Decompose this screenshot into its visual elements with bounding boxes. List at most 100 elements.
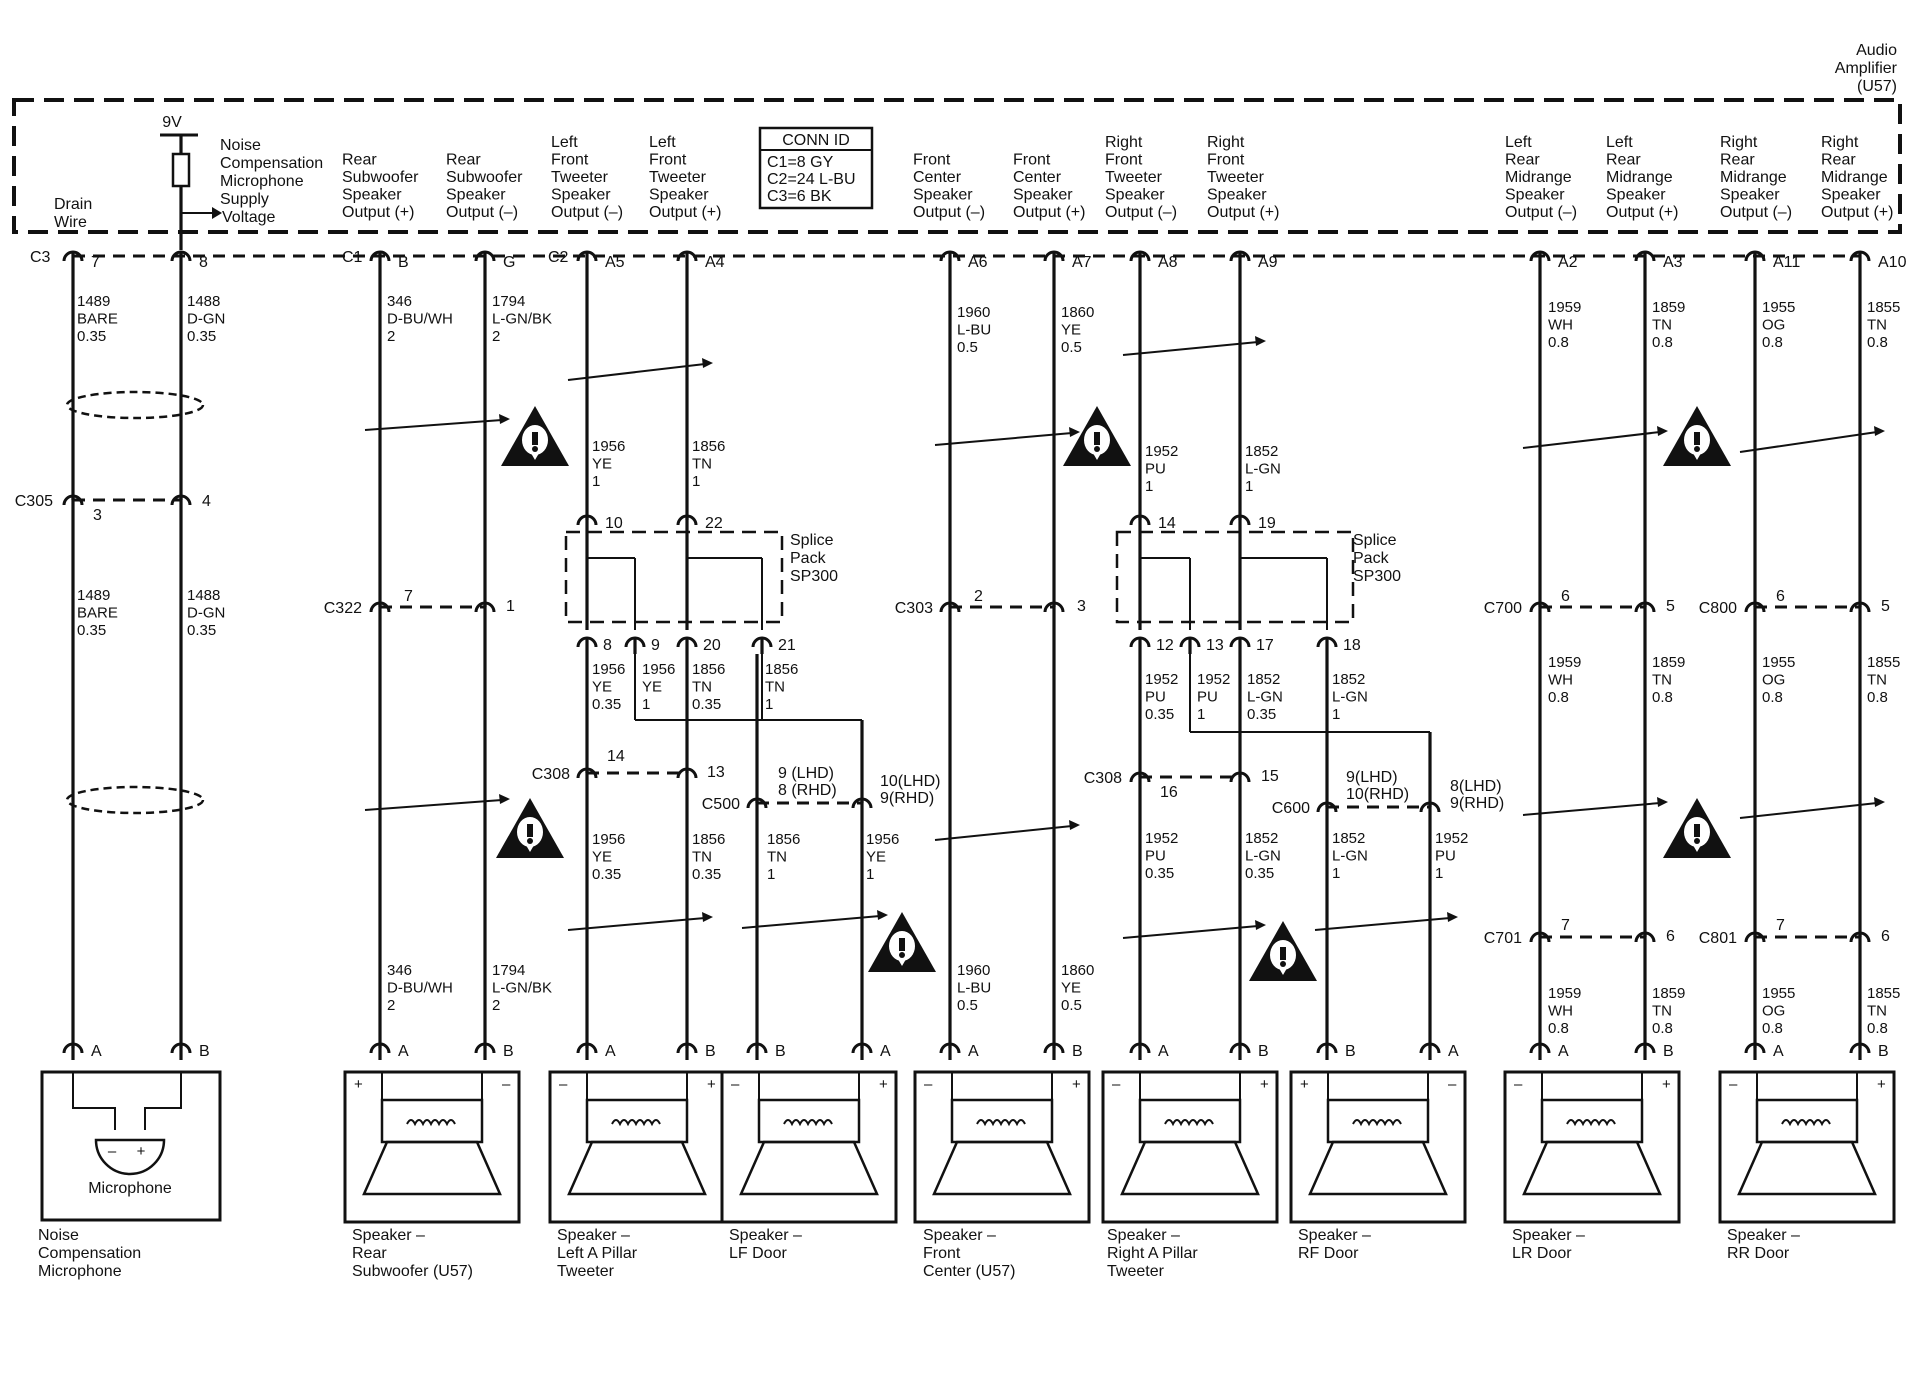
wire-label-line: 1959 [1548, 654, 1581, 671]
wire-label-line: 1960 [957, 962, 990, 979]
inline-pin-label: 3 [1077, 598, 1086, 615]
wire-label-line: 1856 [692, 438, 725, 455]
wire-label-line: OG [1762, 672, 1785, 689]
polarity-mark: – [924, 1076, 933, 1093]
column-header-line: Front [649, 152, 687, 169]
column-header-line: Tweeter [551, 169, 609, 186]
module-pin-label: A3 [1663, 254, 1683, 271]
drain-label-line: Drain [54, 196, 92, 213]
component-pin-label: B [1663, 1043, 1674, 1060]
wire-label-line: 1794 [492, 293, 525, 310]
component-name-line: Speaker – [1727, 1227, 1800, 1244]
wire-label-line: 1 [1245, 478, 1253, 495]
splice-pin-label: 13 [1206, 637, 1224, 654]
component-name-line: RR Door [1727, 1245, 1790, 1262]
wire-label-line: 1852 [1245, 443, 1278, 460]
wire-label-line: 1 [1435, 865, 1443, 882]
wire-label-line: YE [592, 849, 612, 866]
module-connector-label: C3 [30, 249, 51, 266]
wire-label-line: L-GN [1245, 461, 1281, 478]
column-header-line: Output (–) [1505, 204, 1577, 221]
inline-connector-label: C500 [702, 796, 740, 813]
wire-label-line: 1488 [187, 587, 220, 604]
component-name-line: Front [923, 1245, 961, 1262]
column-header-line: Midrange [1606, 169, 1673, 186]
conn-id-box: CONN ID C1=8 GY C2=24 L-BU C3=6 BK [758, 126, 874, 210]
splice-pin-label: 20 [703, 637, 721, 654]
component-name-line: Microphone [38, 1263, 122, 1280]
wire-label-line: WH [1548, 1003, 1573, 1020]
column-header-line: Speaker [1720, 187, 1780, 204]
speaker-component: –+ [1503, 1070, 1681, 1224]
wire-label-line: 0.8 [1548, 1020, 1569, 1037]
supply-circuit: 9V Noise Compensation Microphone Supply … [54, 114, 323, 250]
inline-pin-label: 3 [93, 507, 102, 524]
drain-label-line: Wire [54, 214, 87, 231]
module-label-line2: Amplifier [1835, 60, 1898, 77]
polarity-mark: – [1729, 1076, 1738, 1093]
wire-label-line: 1856 [692, 661, 725, 678]
column-header-line: Front [1013, 152, 1051, 169]
microphone-icon [94, 1138, 166, 1176]
inline-connector-label: C700 [1484, 600, 1522, 617]
component-pin-label: A [1773, 1043, 1784, 1060]
wire-label-line: 1956 [642, 661, 675, 678]
module-pin-label: A9 [1258, 254, 1278, 271]
component-name-line: Center (U57) [923, 1263, 1015, 1280]
component-name-line: Subwoofer (U57) [352, 1263, 473, 1280]
wire-label-line: 0.8 [1652, 334, 1673, 351]
speaker-component: +– [1289, 1070, 1467, 1224]
wire-label-line: 0.35 [1245, 865, 1274, 882]
wire-label-line: L-BU [957, 980, 991, 997]
wire-label-line: 346 [387, 293, 412, 310]
wire-label-line: 1856 [767, 831, 800, 848]
column-header-line: Speaker [446, 187, 506, 204]
inline-connector-label: C600 [1272, 800, 1310, 817]
wire-label-line: PU [1145, 848, 1166, 865]
wire-label-line: YE [1061, 980, 1081, 997]
wire-label-line: 1955 [1762, 299, 1795, 316]
inline-pin-label: 9(RHD) [1450, 795, 1504, 812]
component-pin-label: A [605, 1043, 616, 1060]
wires [71, 268, 1885, 1048]
column-header-line: Speaker [1821, 187, 1881, 204]
inline-connector-label: C701 [1484, 930, 1522, 947]
inline-pin-label: 5 [1881, 598, 1890, 615]
column-header-line: Output (–) [1720, 204, 1792, 221]
twisted-pair-marker [1739, 802, 1878, 819]
column-header-line: Right [1207, 134, 1245, 151]
wire-label-line: 1956 [592, 438, 625, 455]
component-pin-label: A [1158, 1043, 1169, 1060]
component-pin-label: B [199, 1043, 210, 1060]
wire-label-line: D-GN [187, 311, 225, 328]
polarity-mark: + [1662, 1076, 1671, 1093]
wire-label-line: 0.8 [1867, 334, 1888, 351]
resistor-icon [171, 152, 191, 188]
wire-label-line: OG [1762, 317, 1785, 334]
polarity-mark: + [707, 1076, 716, 1093]
splice-label-line: Pack [790, 550, 827, 567]
column-header-line: Speaker [1606, 187, 1666, 204]
component-name-line: Right A Pillar [1107, 1245, 1198, 1262]
twisted-pair-marker [1522, 802, 1661, 816]
wire-label-line: 1 [866, 866, 874, 883]
wire-label-line: 1856 [692, 831, 725, 848]
amplifier-boundary [12, 98, 1902, 234]
speaker-component: –+ [1101, 1070, 1279, 1224]
wire-label-line: 0.8 [1867, 689, 1888, 706]
column-header-line: Output (+) [1821, 204, 1893, 221]
wire-label-line: 1 [1332, 865, 1340, 882]
wire-label-line: 2 [387, 997, 395, 1014]
component-name-line: Speaker – [557, 1227, 630, 1244]
warning-icon [1063, 406, 1131, 466]
inline-pin-label: 4 [202, 493, 211, 510]
column-header-line: Output (+) [342, 204, 414, 221]
column-header-line: Speaker [649, 187, 709, 204]
shield-ellipse [65, 390, 205, 420]
wire-label-line: BARE [77, 605, 118, 622]
wire-label-line: 0.8 [1762, 689, 1783, 706]
component-name-line: Speaker – [1512, 1227, 1585, 1244]
inline-pin-label: 1 [506, 598, 515, 615]
